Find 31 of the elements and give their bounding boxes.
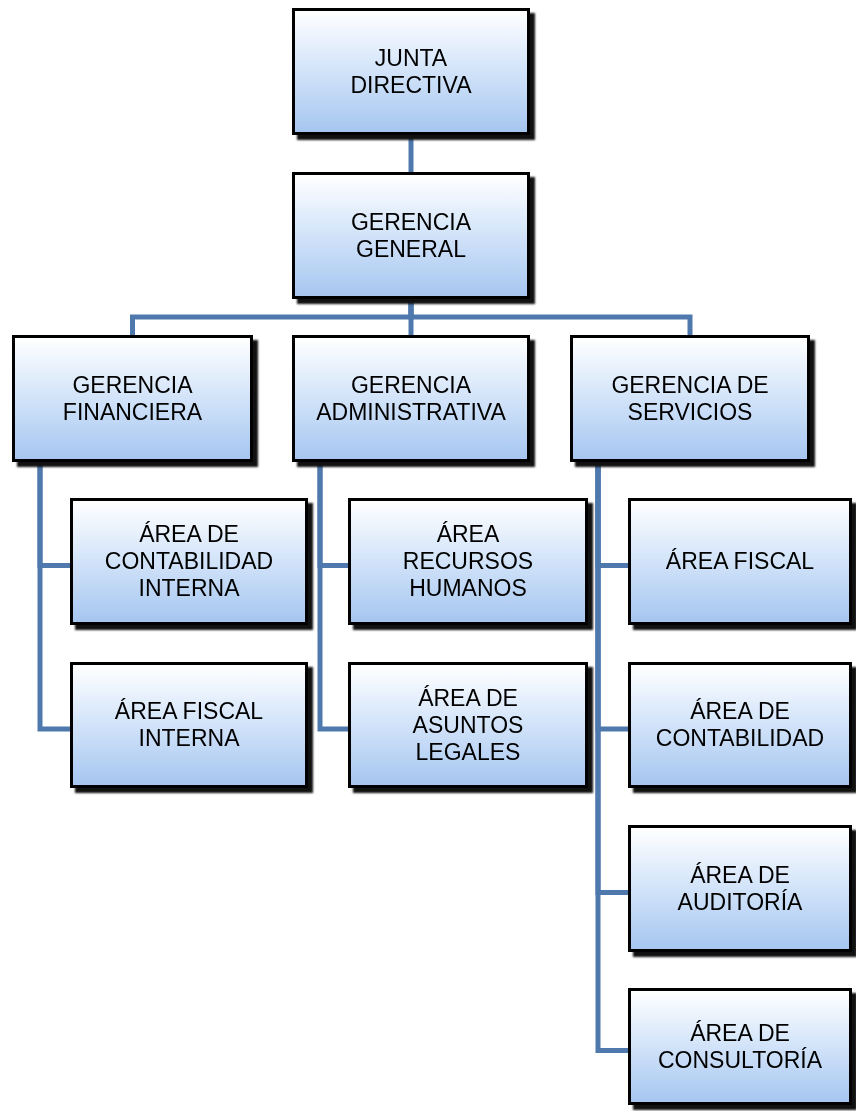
org-box xyxy=(292,8,530,135)
box-label: ÁREA FISCAL INTERNA xyxy=(113,698,265,752)
box-label: GERENCIA FINANCIERA xyxy=(61,371,204,426)
connector-line xyxy=(408,135,414,172)
box-label: ÁREA DE CONSULTORÍA xyxy=(657,1019,823,1074)
org-box xyxy=(570,335,810,462)
org-box xyxy=(12,335,253,462)
org-box xyxy=(70,662,308,788)
org-box xyxy=(348,498,588,625)
box-label: ÁREA DE ASUNTOS LEGALES xyxy=(411,684,525,766)
box-label: GERENCIA GENERAL xyxy=(349,208,473,263)
org-box xyxy=(348,662,588,788)
org-box xyxy=(628,988,852,1105)
box-label: GERENCIA DE SERVICIOS xyxy=(610,371,770,426)
org-box xyxy=(628,662,852,788)
box-label: ÁREA DE CONTABILIDAD xyxy=(654,698,826,752)
org-box xyxy=(628,498,852,625)
org-box xyxy=(292,335,530,462)
box-label: GERENCIA ADMINISTRATIVA xyxy=(315,371,507,426)
connector-line xyxy=(317,462,348,732)
connector-line xyxy=(37,462,70,732)
box-label: JUNTA DIRECTIVA xyxy=(349,44,473,99)
box-label: ÁREA RECURSOS HUMANOS xyxy=(401,521,535,602)
box-label: ÁREA DE CONTABILIDAD INTERNA xyxy=(103,521,275,602)
org-box xyxy=(628,825,852,952)
box-label: ÁREA DE AUDITORÍA xyxy=(676,861,804,916)
org-box xyxy=(292,172,530,299)
connector-line xyxy=(408,299,693,335)
org-box xyxy=(70,498,308,625)
box-label: ÁREA FISCAL xyxy=(665,548,815,575)
connector-line xyxy=(595,462,628,1053)
